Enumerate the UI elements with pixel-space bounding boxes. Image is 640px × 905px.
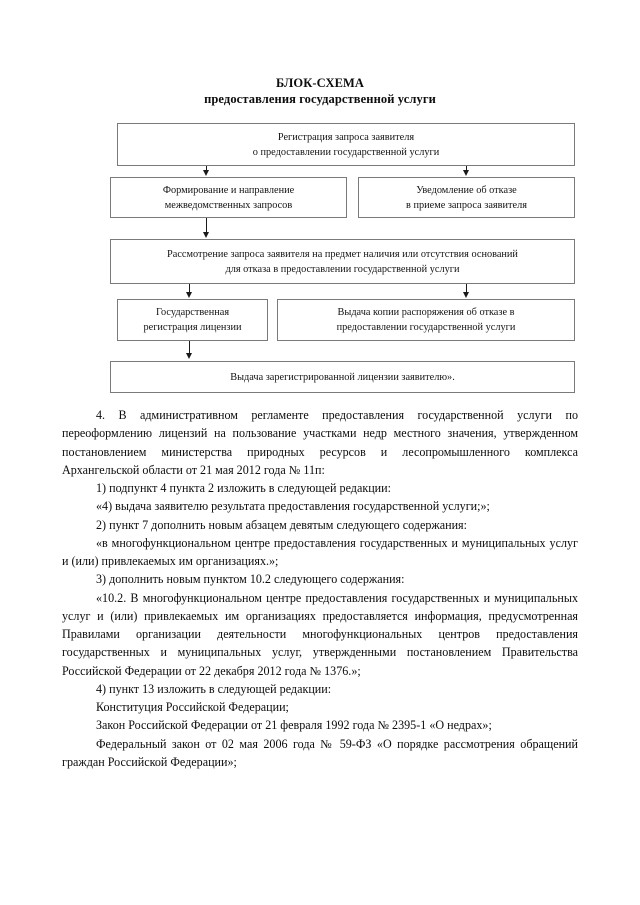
- page-title: БЛОК-СХЕМА предоставления государственно…: [0, 75, 640, 107]
- flow-box-state-registration: Государственная регистрация лицензии: [117, 299, 268, 341]
- flow-box-registration-line1: Регистрация запроса заявителя: [277, 131, 415, 143]
- page-title-line1: БЛОК-СХЕМА: [275, 76, 365, 90]
- arrowhead-refusal-copy: [463, 292, 469, 298]
- connector-review-to-refusal-copy: [466, 284, 467, 293]
- paragraph-item-3: 3) дополнить новым пунктом 10.2 следующе…: [96, 572, 405, 587]
- paragraph-item-1: 1) подпункт 4 пункта 2 изложить в следую…: [96, 481, 391, 495]
- flow-box-refusal-notice: Уведомление об отказе в приеме запроса з…: [358, 177, 575, 218]
- flow-box-review-request: Рассмотрение запроса заявителя на предме…: [110, 239, 575, 284]
- flow-box-refusal-notice-line1: Уведомление об отказе: [416, 184, 517, 196]
- connector-registration-to-interagency: [206, 166, 207, 171]
- connector-state-registration-to-issue: [189, 341, 190, 354]
- flow-box-issue-license-line1: Выдача зарегистрированной лицензии заяви…: [230, 371, 455, 383]
- flow-box-interagency-line2: межведомственных запросов: [164, 199, 293, 211]
- flow-box-refusal-notice-line2: в приеме запроса заявителя: [406, 199, 527, 211]
- paragraph-item-3-quote: «10.2. В многофункциональном центре пред…: [62, 590, 578, 678]
- flow-box-interagency-line1: Формирование и направление: [162, 184, 295, 196]
- flow-box-refusal-copy: Выдача копии распоряжения об отказе в пр…: [277, 299, 575, 341]
- flow-box-interagency-requests: Формирование и направление межведомствен…: [110, 177, 347, 218]
- paragraph-law-59fz: Федеральный закон от 02 мая 2006 года № …: [62, 736, 578, 769]
- paragraph-law-nedra: Закон Российской Федерации от 21 февраля…: [96, 718, 492, 733]
- flow-box-registration-line2: о предоставлении государственной услуги: [252, 146, 440, 158]
- paragraph-4: 4. В административном регламенте предост…: [62, 408, 578, 477]
- flow-box-refusal-copy-line1: Выдача копии распоряжения об отказе в: [337, 307, 515, 318]
- flow-box-issue-license: Выдача зарегистрированной лицензии заяви…: [110, 361, 575, 393]
- flow-box-review-line1: Рассмотрение запроса заявителя на предме…: [167, 248, 518, 260]
- connector-registration-to-refusal-notice: [466, 166, 467, 171]
- arrowhead-review: [203, 232, 209, 238]
- paragraph-constitution: Конституция Российской Федерации;: [96, 700, 289, 714]
- arrowhead-state-registration: [186, 292, 192, 298]
- paragraph-item-4: 4) пункт 13 изложить в следующей редакци…: [96, 681, 332, 696]
- flow-box-registration: Регистрация запроса заявителя о предоста…: [117, 123, 575, 166]
- arrowhead-interagency: [203, 170, 209, 176]
- flow-box-state-registration-line2: регистрация лицензии: [143, 322, 242, 333]
- page-title-line2: предоставления государственной услуги: [204, 92, 436, 106]
- paragraph-item-2: 2) пункт 7 дополнить новым абзацем девят…: [96, 517, 467, 532]
- paragraph-item-1-quote: «4) выдача заявителю результата предоста…: [96, 499, 490, 514]
- connector-review-to-state-registration: [189, 284, 190, 293]
- connector-interagency-to-review: [206, 218, 207, 233]
- flow-box-state-registration-line1: Государственная: [155, 307, 230, 318]
- flow-box-refusal-copy-line2: предоставлении государственной услуги: [336, 322, 516, 333]
- body-text: 4. В административном регламенте предост…: [62, 406, 578, 771]
- arrowhead-refusal-notice: [463, 170, 469, 176]
- flow-box-review-line2: для отказа в предоставлении государствен…: [225, 263, 460, 275]
- arrowhead-issue-license: [186, 353, 192, 359]
- flowchart: Регистрация запроса заявителя о предоста…: [0, 0, 640, 400]
- paragraph-item-2-quote: «в многофункциональном центре предоставл…: [62, 535, 578, 568]
